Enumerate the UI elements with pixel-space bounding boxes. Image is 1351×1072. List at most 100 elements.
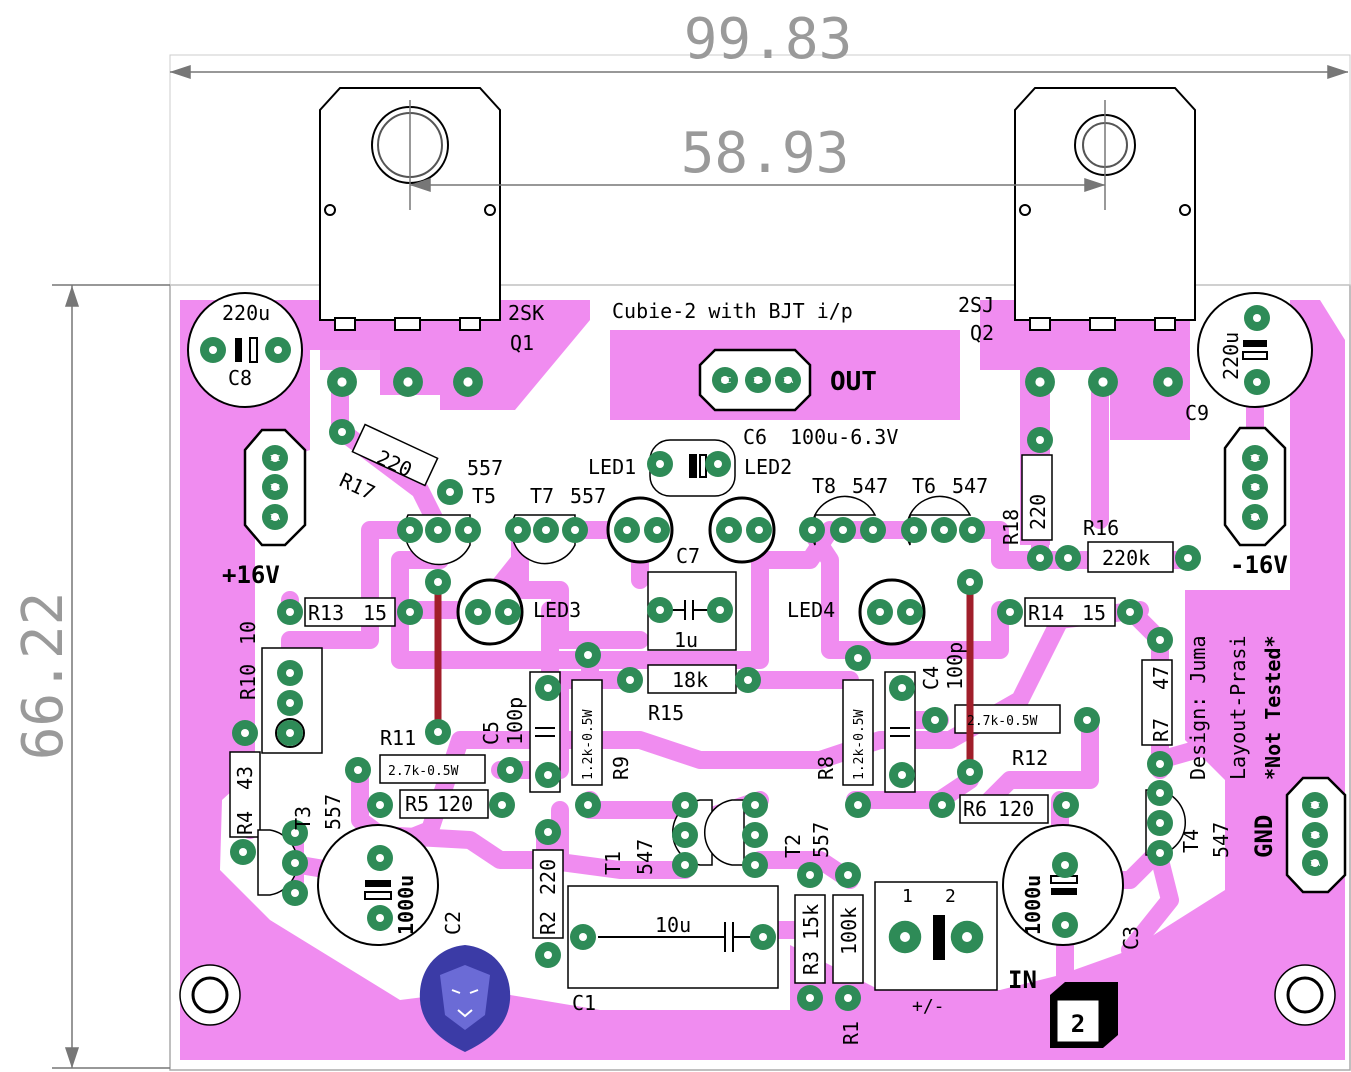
- pin-label: E: [870, 526, 875, 535]
- t4-part: 547: [1209, 822, 1233, 858]
- pin-label: 1C: [1310, 801, 1321, 810]
- pin-label: 2: [287, 699, 292, 708]
- r10-ref: R10: [236, 664, 260, 700]
- c9-ref: C9: [1185, 401, 1209, 425]
- pin-label: 1: [902, 933, 907, 942]
- pad-pin-labels: 1C 1B 1A 1C 1B 1A 1C 1B 1A 1C 1B 1A E B …: [270, 376, 1321, 942]
- r16-ref: R16: [1083, 516, 1119, 540]
- r9-ref: R9: [609, 756, 633, 780]
- r14-value: 15: [1082, 601, 1106, 625]
- r13-ref: R13: [308, 601, 344, 625]
- pin-label: B: [682, 831, 688, 840]
- pin-label: 1: [339, 378, 344, 387]
- pin-label: E: [1157, 789, 1162, 798]
- q1-part: 2SK: [508, 301, 544, 325]
- pin-label: E: [969, 526, 974, 535]
- t4-ref: T4: [1179, 829, 1203, 853]
- input-terminal-bar: [933, 915, 945, 960]
- t5-part: 557: [467, 456, 503, 480]
- dimension-width: 99.83: [684, 7, 853, 72]
- resistor-bodies: [229, 423, 1174, 984]
- r1-value: 100k: [837, 907, 861, 955]
- pin-label: B: [543, 526, 549, 535]
- r17-ref: R17: [336, 468, 379, 505]
- t8-part: 547: [852, 474, 888, 498]
- c7-value: 1u: [674, 628, 698, 652]
- r5-ref: R5: [405, 792, 429, 816]
- pin-label: 1A: [1310, 859, 1321, 868]
- pin-label: 1: [287, 729, 292, 738]
- r6-value: 120: [998, 797, 1034, 821]
- pin-label: E: [515, 526, 520, 535]
- r7-ref: R7: [1149, 718, 1173, 742]
- pin-label: E: [292, 829, 297, 838]
- pin-label: 1A: [783, 376, 794, 385]
- corner-badge: 2: [1050, 982, 1118, 1048]
- pin-label: 1C: [721, 376, 732, 385]
- t2-ref: T2: [781, 834, 805, 858]
- in-pin2-label: 2: [945, 886, 956, 907]
- t2-part: 557: [809, 822, 833, 858]
- r18-value: 220: [1026, 494, 1050, 530]
- gnd-label: GND: [1250, 815, 1278, 858]
- r16-value: 220k: [1102, 546, 1150, 570]
- c5-value: 100p: [503, 697, 527, 745]
- led1-label: LED1: [588, 455, 636, 479]
- r8-ref: R8: [814, 756, 838, 780]
- layout-credit: Layout-Prasi: [1226, 636, 1250, 781]
- pin-label: 3: [287, 669, 292, 678]
- wire-jumpers: [434, 580, 974, 770]
- r15-ref: R15: [648, 701, 684, 725]
- pin-label: B: [435, 526, 441, 535]
- electrolytic-outlines: [187, 292, 1313, 946]
- c4-ref: C4: [919, 666, 943, 690]
- t5-ref: T5: [472, 484, 496, 508]
- in-pin1-label: 1: [902, 886, 913, 907]
- in-label: IN: [1008, 966, 1037, 994]
- pos-supply-label: +16V: [222, 561, 280, 589]
- t8-ref: T8: [812, 474, 836, 498]
- pin-label: 1B: [270, 483, 281, 492]
- c9-value: 220u: [1219, 332, 1243, 380]
- c7-ref: C7: [676, 544, 700, 568]
- t3-ref: T3: [291, 806, 315, 830]
- pin-label: C: [1157, 849, 1163, 858]
- c6-ref: C6: [743, 425, 767, 449]
- pin-label: 1C: [1250, 454, 1261, 463]
- not-tested-note: *Not Tested*: [1261, 636, 1285, 781]
- design-credit: Design: Juma: [1186, 636, 1210, 781]
- r3-ref: R3: [799, 951, 823, 975]
- c4-value: 100p: [943, 642, 967, 690]
- c8-value: 220u: [222, 301, 270, 325]
- silkscreen-labels: Cubie-2 with BJT i/p OUT +16V -16V GND I…: [222, 293, 1288, 1045]
- r5-value: 120: [437, 792, 473, 816]
- r18-ref: R18: [999, 509, 1023, 545]
- r4-ref: R4: [233, 811, 257, 835]
- pin-label: 1B: [753, 376, 764, 385]
- in-polarity-label: +/-: [912, 996, 945, 1017]
- r7-value: 47: [1149, 666, 1173, 690]
- pin-label: 2: [1100, 378, 1105, 387]
- q1-ref: Q1: [510, 331, 534, 355]
- pin-label: 3: [465, 378, 470, 387]
- c8-ref: C8: [228, 366, 252, 390]
- r4-value: 43: [233, 766, 257, 790]
- led3-label: LED3: [533, 598, 581, 622]
- pin-label: K: [907, 608, 913, 617]
- t7-part: 557: [570, 484, 606, 508]
- dimension-height: 66.22: [11, 592, 76, 761]
- c2-ref: C2: [441, 911, 465, 935]
- r12-value: 2.7k-0.5W: [967, 714, 1038, 729]
- r13-value: 15: [363, 601, 387, 625]
- pin-label: A: [726, 526, 732, 535]
- pin-label: A: [624, 526, 630, 535]
- pin-label: 3: [1165, 378, 1170, 387]
- pin-label: K: [654, 526, 660, 535]
- pin-label: K: [756, 526, 762, 535]
- pin-label: C: [465, 526, 471, 535]
- pin-label: 2: [964, 933, 969, 942]
- electrolytic-symbols: [235, 337, 1268, 900]
- neg-supply-label: -16V: [1230, 551, 1288, 579]
- c1-ref: C1: [572, 991, 596, 1015]
